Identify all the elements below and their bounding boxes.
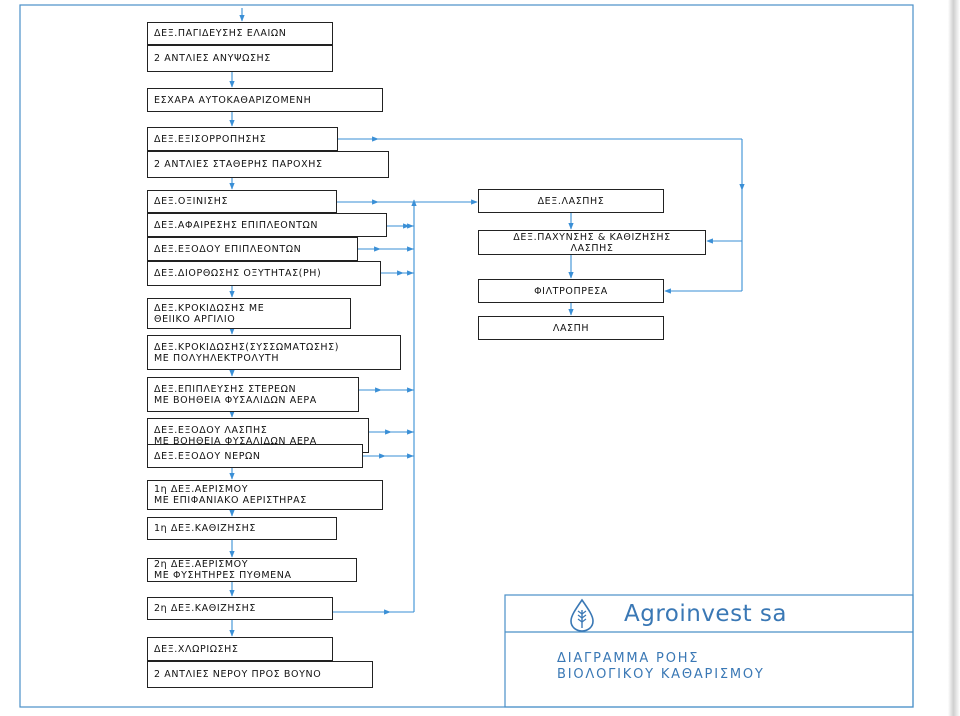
process-label: ΛΑΣΠΗΣ xyxy=(570,242,614,254)
process-label: ΜΕ ΒΟΗΘΕΙΑ ΦΥΣΑΛΙΔΩΝ ΑΕΡΑ xyxy=(154,394,317,406)
process-box-exodou_epipleonton: ΔΕΞ.ΕΞΟΔΟΥ ΕΠΙΠΛΕΟΝΤΩΝ xyxy=(147,237,358,261)
scan-shadow xyxy=(948,0,960,716)
process-box-afairesis: ΔΕΞ.ΑΦΑΙΡΕΣΗΣ ΕΠΙΠΛΕΟΝΤΩΝ xyxy=(147,213,387,237)
process-label: ΔΕΞ.ΕΠΙΠΛΕΥΣΗΣ ΣΤΕΡΕΩΝ xyxy=(154,383,297,395)
process-label: 2 ΑΝΤΛΙΕΣ ΝΕΡΟΥ ΠΡΟΣ ΒΟΥΝΟ xyxy=(154,669,322,680)
process-box-kathizisis2: 2η ΔΕΞ.ΚΑΘΙΖΗΣΗΣ xyxy=(147,597,333,620)
process-box-diorthosis: ΔΕΞ.ΔΙΟΡΘΩΣΗΣ ΟΞΥΤΗΤΑΣ(PH) xyxy=(147,261,381,286)
process-label: ΔΕΞ.ΧΛΩΡΙΩΣΗΣ xyxy=(154,643,239,655)
process-box-antlies_nerou: 2 ΑΝΤΛΙΕΣ ΝΕΡΟΥ ΠΡΟΣ ΒΟΥΝΟ xyxy=(147,661,373,688)
process-label: ΔΕΞ.ΛΑΣΠΗΣ xyxy=(537,195,605,207)
process-box-filtropresa: ΦΙΛΤΡΟΠΡΕΣΑ xyxy=(478,279,664,303)
process-label: ΜΕ ΕΠΙΦΑΝΙΑΚΟ ΑΕΡΙΣΤΗΡΑΣ xyxy=(154,495,307,506)
process-label: ΔΕΞ.ΠΑΓΙΔΕΥΣΗΣ ΕΛΑΙΩΝ xyxy=(154,28,287,39)
process-label: ΦΙΛΤΡΟΠΡΕΣΑ xyxy=(534,285,608,297)
drawing-frame xyxy=(19,4,914,708)
process-label: 2η ΔΕΞ.ΚΑΘΙΖΗΣΗΣ xyxy=(154,603,257,614)
process-label: 2η ΔΕΞ.ΑΕΡΙΣΜΟΥ xyxy=(154,559,249,570)
process-box-eschara: ΕΣΧΑΡΑ ΑΥΤΟΚΑΘΑΡΙΖΟΜΕΝΗ xyxy=(147,88,383,112)
process-label: 2 ΑΝΤΛΙΕΣ ΣΤΑΘΕΡΗΣ ΠΑΡΟΧΗΣ xyxy=(154,159,323,170)
process-label: ΔΕΞ.ΕΞΟΔΟΥ ΝΕΡΩΝ xyxy=(154,450,261,462)
process-label: 1η ΔΕΞ.ΑΕΡΙΣΜΟΥ xyxy=(154,484,249,495)
flow-connectors xyxy=(229,8,745,637)
process-label: ΔΕΞ.ΕΞΟΔΟΥ ΕΠΙΠΛΕΟΝΤΩΝ xyxy=(154,243,302,255)
title-block-frame xyxy=(504,594,914,708)
process-box-laspi: ΛΑΣΠΗ xyxy=(478,316,664,340)
process-label: ΔΕΞ.ΠΑΧΥΝΣΗΣ & ΚΑΘΙΖΗΣΗΣ xyxy=(513,231,671,243)
process-box-exisorropisis: ΔΕΞ.ΕΞΙΣΟΡΡΟΠΗΣΗΣ xyxy=(147,127,338,151)
process-box-krokidosis_poly: ΔΕΞ.ΚΡΟΚΙΔΩΣΗΣ(ΣΥΣΣΩΜΑΤΩΣΗΣ)ΜΕ ΠΟΛΥΗΛΕΚΤ… xyxy=(147,335,401,370)
process-label: ΔΕΞ.ΑΦΑΙΡΕΣΗΣ ΕΠΙΠΛΕΟΝΤΩΝ xyxy=(154,219,319,231)
process-box-pagideftis: ΔΕΞ.ΠΑΓΙΔΕΥΣΗΣ ΕΛΑΙΩΝ xyxy=(147,22,333,45)
process-label: ΔΕΞ.ΚΡΟΚΙΔΩΣΗΣ(ΣΥΣΣΩΜΑΤΩΣΗΣ) xyxy=(154,341,340,353)
process-label: ΔΕΞ.ΟΞΙΝΙΣΗΣ xyxy=(154,196,229,207)
process-box-kathizisis1: 1η ΔΕΞ.ΚΑΘΙΖΗΣΗΣ xyxy=(147,517,337,540)
process-label: ΜΕ ΠΟΛΥΗΛΕΚΤΡΟΛΥΤΗ xyxy=(154,352,280,364)
process-box-chlorioseos: ΔΕΞ.ΧΛΩΡΙΩΣΗΣ xyxy=(147,637,333,661)
process-label: ΛΑΣΠΗ xyxy=(552,322,590,334)
process-box-antlies_statheris: 2 ΑΝΤΛΙΕΣ ΣΤΑΘΕΡΗΣ ΠΑΡΟΧΗΣ xyxy=(147,151,389,178)
process-box-exodou_nerou: ΔΕΞ.ΕΞΟΔΟΥ ΝΕΡΩΝ xyxy=(147,444,363,468)
process-label: ΜΕ ΒΟΗΘΕΙΑ ΦΥΣΑΛΙΔΩΝ ΑΕΡΑ xyxy=(154,435,317,447)
process-label: ΔΕΞ.ΔΙΟΡΘΩΣΗΣ ΟΞΥΤΗΤΑΣ(PH) xyxy=(154,268,322,279)
process-box-antlies_anypsosis: 2 ΑΝΤΛΙΕΣ ΑΝΥΨΩΣΗΣ xyxy=(147,45,333,72)
process-label: ΕΣΧΑΡΑ ΑΥΤΟΚΑΘΑΡΙΖΟΜΕΝΗ xyxy=(154,94,312,106)
process-label: ΔΕΞ.ΚΡΟΚΙΔΩΣΗΣ ΜΕ xyxy=(154,302,265,314)
process-label: ΘΕΙΙΚΟ ΑΡΓΙΛΙΟ xyxy=(154,313,236,325)
process-label: 1η ΔΕΞ.ΚΑΘΙΖΗΣΗΣ xyxy=(154,523,257,534)
process-label: 2 ΑΝΤΛΙΕΣ ΑΝΥΨΩΣΗΣ xyxy=(154,53,271,64)
company-name: Agroinvest sa xyxy=(624,601,787,627)
diagram-title-line2: ΒΙΟΛΟΓΙΚΟΥ ΚΑΘΑΡΙΣΜΟΥ xyxy=(557,667,765,682)
diagram-title-line1: ΔΙΑΓΡΑΜΜΑ ΡΟΗΣ xyxy=(557,651,700,666)
process-label: ΔΕΞ.ΕΞΟΔΟΥ ΛΑΣΠΗΣ xyxy=(154,424,268,436)
process-box-laspis: ΔΕΞ.ΛΑΣΠΗΣ xyxy=(478,189,664,213)
process-label: ΜΕ ΦΥΣΗΤΗΡΕΣ ΠΥΘΜΕΝΑ xyxy=(154,570,292,581)
process-box-oxinisis: ΔΕΞ.ΟΞΙΝΙΣΗΣ xyxy=(147,190,337,213)
process-label: ΔΕΞ.ΕΞΙΣΟΡΡΟΠΗΣΗΣ xyxy=(154,133,267,145)
